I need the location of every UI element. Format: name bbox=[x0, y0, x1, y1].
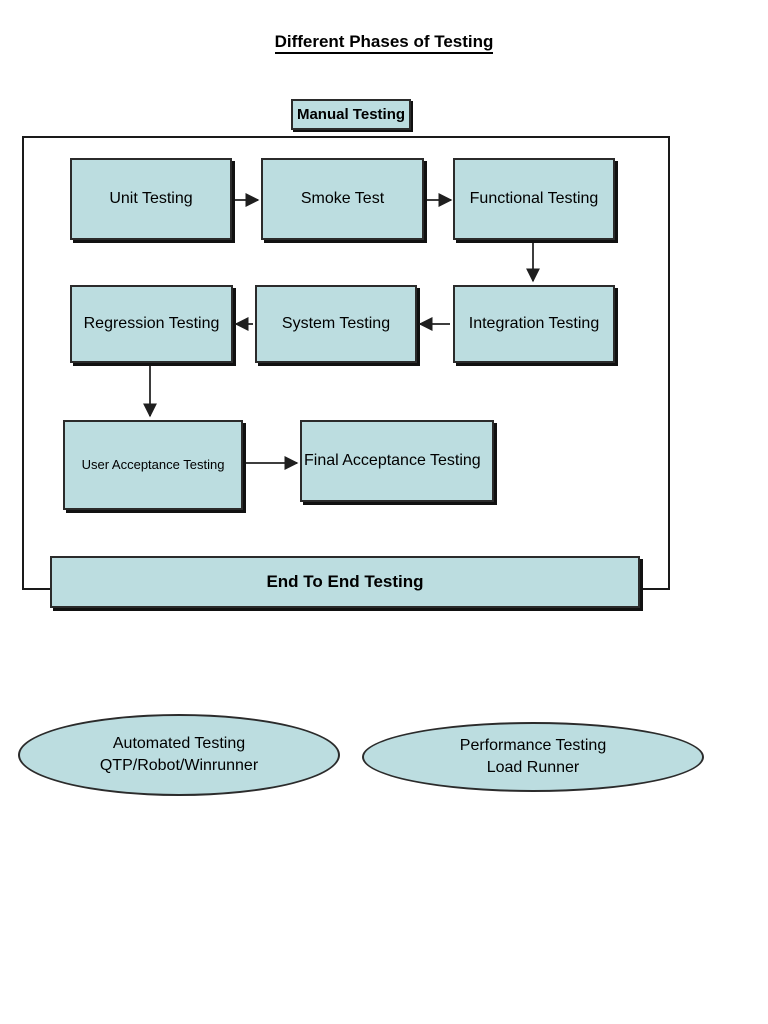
node-functional-testing[interactable]: Functional Testing bbox=[453, 158, 615, 240]
ellipse-performance-testing-line2: Load Runner bbox=[486, 759, 580, 776]
ellipse-automated-testing[interactable]: Automated Testing QTP/Robot/Winrunner bbox=[18, 714, 340, 796]
page-title-text: Different Phases of Testing bbox=[274, 32, 494, 54]
node-user-acceptance-testing[interactable]: User Acceptance Testing bbox=[63, 420, 243, 510]
node-unit-testing[interactable]: Unit Testing bbox=[70, 158, 232, 240]
node-regression-testing[interactable]: Regression Testing bbox=[70, 285, 233, 363]
node-integration-testing[interactable]: Integration Testing bbox=[453, 285, 615, 363]
node-functional-testing-label: Functional Testing bbox=[469, 189, 599, 207]
ellipse-performance-testing-line1: Performance Testing bbox=[459, 737, 607, 755]
node-smoke-test-label: Smoke Test bbox=[300, 189, 385, 207]
node-end-to-end-testing-label: End To End Testing bbox=[266, 572, 424, 592]
node-unit-testing-label: Unit Testing bbox=[109, 189, 193, 207]
node-system-testing-label: System Testing bbox=[281, 314, 391, 332]
node-final-acceptance-testing-label: Final Acceptance Testing bbox=[304, 451, 481, 469]
ellipse-automated-testing-line1: Automated Testing bbox=[112, 735, 246, 753]
node-end-to-end-testing[interactable]: End To End Testing bbox=[50, 556, 640, 608]
node-regression-testing-label: Regression Testing bbox=[83, 314, 220, 332]
node-final-acceptance-testing[interactable]: Final Acceptance Testing bbox=[300, 420, 494, 502]
page-title: Different Phases of Testing bbox=[0, 32, 768, 54]
node-user-acceptance-testing-label: User Acceptance Testing bbox=[81, 456, 225, 472]
node-integration-testing-label: Integration Testing bbox=[468, 314, 600, 332]
ellipse-performance-testing[interactable]: Performance Testing Load Runner bbox=[362, 722, 704, 792]
manual-testing-label: Manual Testing bbox=[296, 106, 406, 123]
manual-testing-label-box[interactable]: Manual Testing bbox=[291, 99, 411, 130]
node-smoke-test[interactable]: Smoke Test bbox=[261, 158, 424, 240]
node-system-testing[interactable]: System Testing bbox=[255, 285, 417, 363]
ellipse-automated-testing-line2: QTP/Robot/Winrunner bbox=[99, 757, 259, 774]
